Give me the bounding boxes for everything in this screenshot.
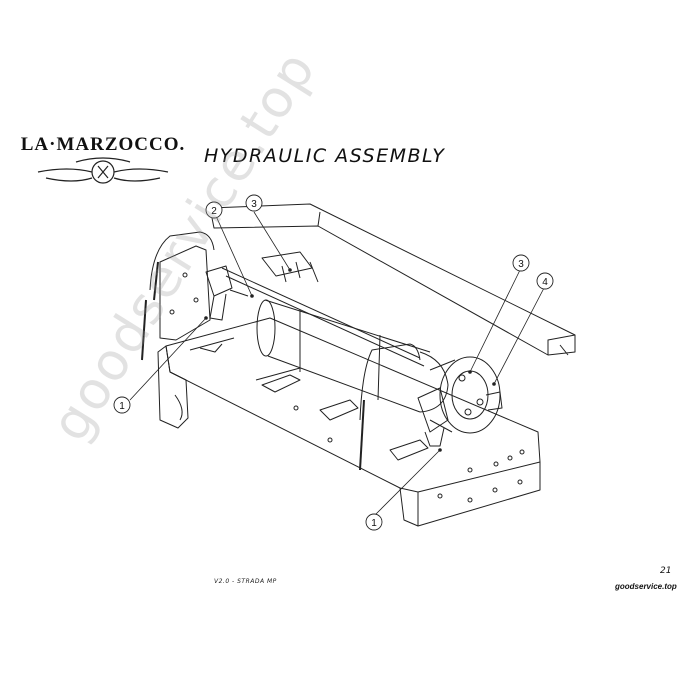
- site-label: goodservice.top: [615, 582, 677, 591]
- logo-text: LA·MARZOCCO.: [20, 134, 186, 155]
- callout-bubble: [365, 513, 383, 531]
- model-label: V2.0 - STRADA MP: [214, 578, 277, 585]
- logo-emblem-icon: [37, 157, 169, 184]
- callout-number: 1: [119, 401, 125, 412]
- callout-number: 2: [211, 206, 217, 217]
- callout-number: 3: [251, 199, 257, 210]
- callout-number: 4: [542, 277, 548, 288]
- callout-bubble: [205, 201, 223, 219]
- callout-bubble: [536, 272, 554, 290]
- callout-number: 3: [518, 259, 524, 270]
- brand-logo: LA·MARZOCCO.: [18, 128, 188, 198]
- callout-number: 1: [371, 518, 377, 529]
- callout-bubble: [512, 254, 530, 272]
- page-title: HYDRAULIC ASSEMBLY: [204, 145, 446, 167]
- callout-bubble: [113, 396, 131, 414]
- page-number: 21: [660, 566, 672, 576]
- callout-bubble: [245, 194, 263, 212]
